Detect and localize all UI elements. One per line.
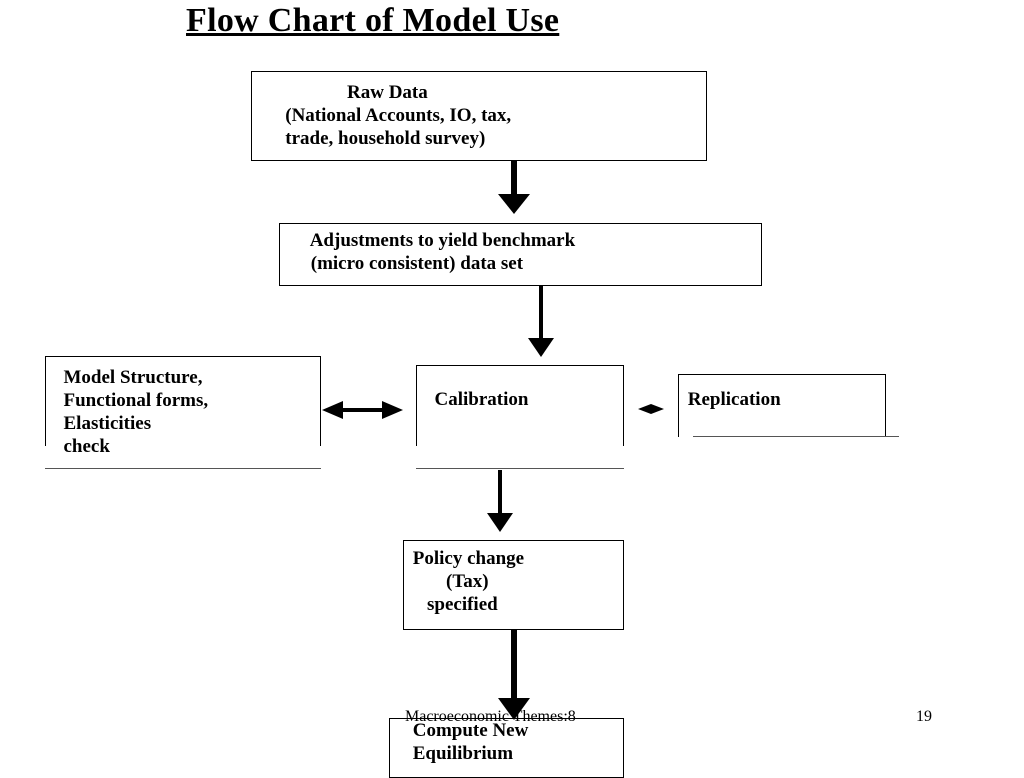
page-number: 19 — [916, 708, 932, 725]
arrow-raw-to-adjustments — [498, 161, 530, 214]
model-structure-underline — [45, 468, 321, 469]
node-model-structure: Model Structure, Functional forms, Elast… — [45, 356, 321, 457]
node-replication: Replication — [678, 374, 886, 437]
footer-text: Macroeconomic Themes:8 — [405, 708, 576, 725]
node-calibration: Calibration — [416, 365, 624, 446]
arrow-replication-calibration-bidirectional — [638, 404, 664, 414]
calibration-underline — [416, 468, 624, 469]
node-adjustments: Adjustments to yield benchmark (micro co… — [279, 223, 762, 286]
node-raw-data: Raw Data (National Accounts, IO, tax, tr… — [251, 71, 707, 161]
arrow-policy-to-compute — [498, 630, 530, 720]
slide-title: Flow Chart of Model Use — [186, 2, 560, 39]
node-policy-change: Policy change (Tax) specified — [403, 540, 624, 630]
arrow-adjustments-to-calibration — [528, 286, 554, 357]
arrow-model-calibration-bidirectional — [322, 401, 403, 419]
arrow-calibration-to-policy — [487, 470, 513, 532]
replication-underline — [693, 436, 899, 437]
